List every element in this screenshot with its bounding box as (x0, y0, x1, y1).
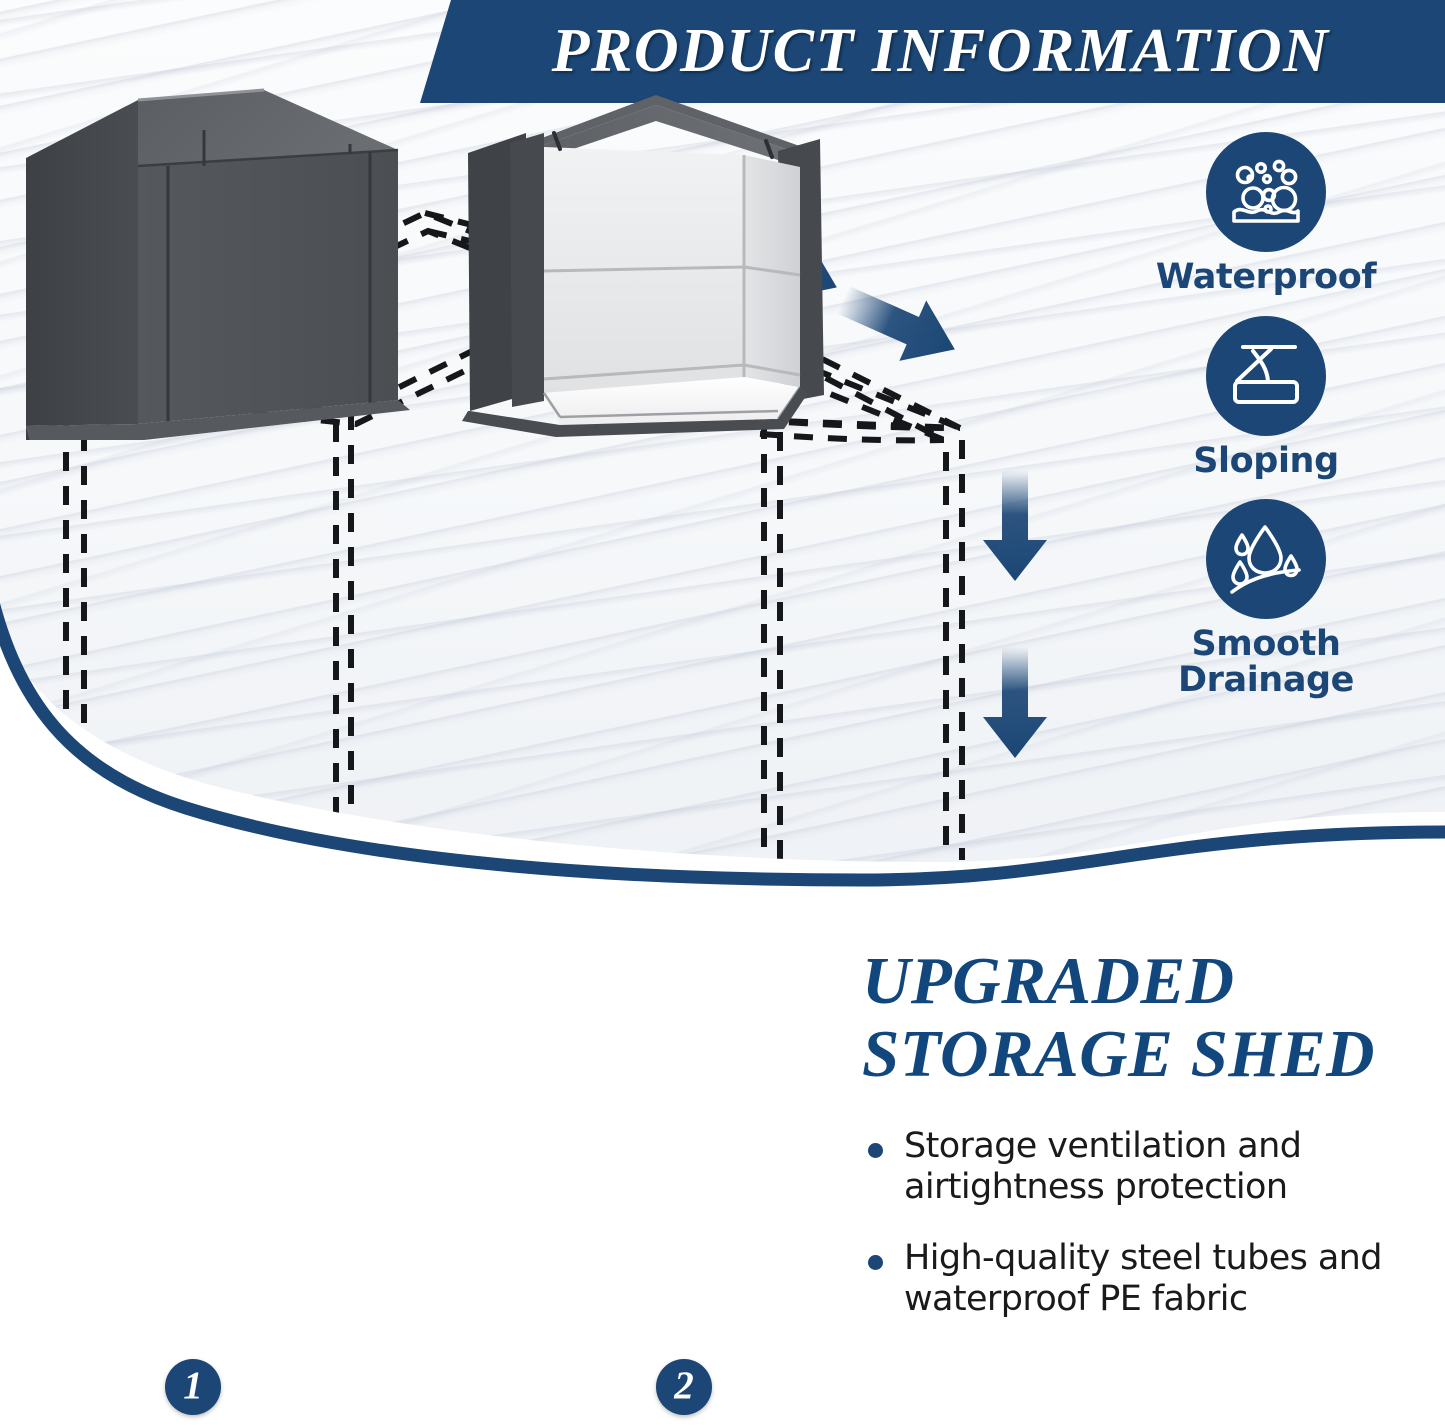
feature-smooth-drainage-label-line2: Drainage (1177, 660, 1355, 701)
bullet-item-2-text: High-quality steel tubes and waterproof … (904, 1237, 1382, 1319)
upgrade-title-line-1: UPGRADED (862, 944, 1235, 1018)
sloped-roof-icon (1227, 337, 1305, 415)
bullet-item-2: High-quality steel tubes and waterproof … (862, 1238, 1432, 1320)
photo-badge-1-number: 1 (183, 1364, 203, 1407)
bullet-dot-icon (868, 1143, 883, 1158)
smooth-drainage-icon-badge (1206, 499, 1326, 619)
upgrade-title-line-2: STORAGE SHED (862, 1017, 1376, 1091)
water-droplets-runoff-icon (1227, 520, 1305, 598)
page-title: PRODUCT INFORMATION (551, 17, 1330, 85)
feature-sloping-label: Sloping (1193, 440, 1339, 481)
upgrade-text-block: UPGRADED STORAGE SHED Storage ventilatio… (862, 948, 1432, 1336)
shed-photo-closed (26, 88, 410, 440)
feature-sloping: Sloping (1193, 316, 1338, 480)
feature-waterproof: Waterproof (1156, 132, 1376, 296)
water-beads-on-surface-icon (1227, 153, 1305, 231)
shed-photo-open (462, 95, 824, 437)
feature-waterproof-label: Waterproof (1155, 257, 1377, 297)
feature-smooth-drainage-label: Smooth Drainage (1178, 627, 1354, 698)
header-banner: PRODUCT INFORMATION (420, 0, 1445, 103)
feature-bullet-list: Storage ventilation and airtightness pro… (862, 1126, 1432, 1320)
bullet-item-1: Storage ventilation and airtightness pro… (862, 1126, 1432, 1208)
bottom-section (0, 900, 1445, 1425)
photo-badge-1: 1 (165, 1359, 221, 1415)
photo-badge-2-number: 2 (674, 1364, 694, 1407)
bullet-dot-icon (868, 1254, 883, 1270)
bullet-item-1-text: Storage ventilation and airtightness pro… (904, 1126, 1302, 1207)
sloping-icon-badge (1206, 316, 1326, 436)
waterproof-icon-badge (1206, 132, 1326, 252)
feature-list: Waterproof Sloping (1121, 132, 1411, 699)
feature-smooth-drainage-label-line1: Smooth (1191, 624, 1341, 665)
feature-smooth-drainage: Smooth Drainage (1178, 499, 1354, 698)
photo-badge-2: 2 (656, 1359, 712, 1415)
